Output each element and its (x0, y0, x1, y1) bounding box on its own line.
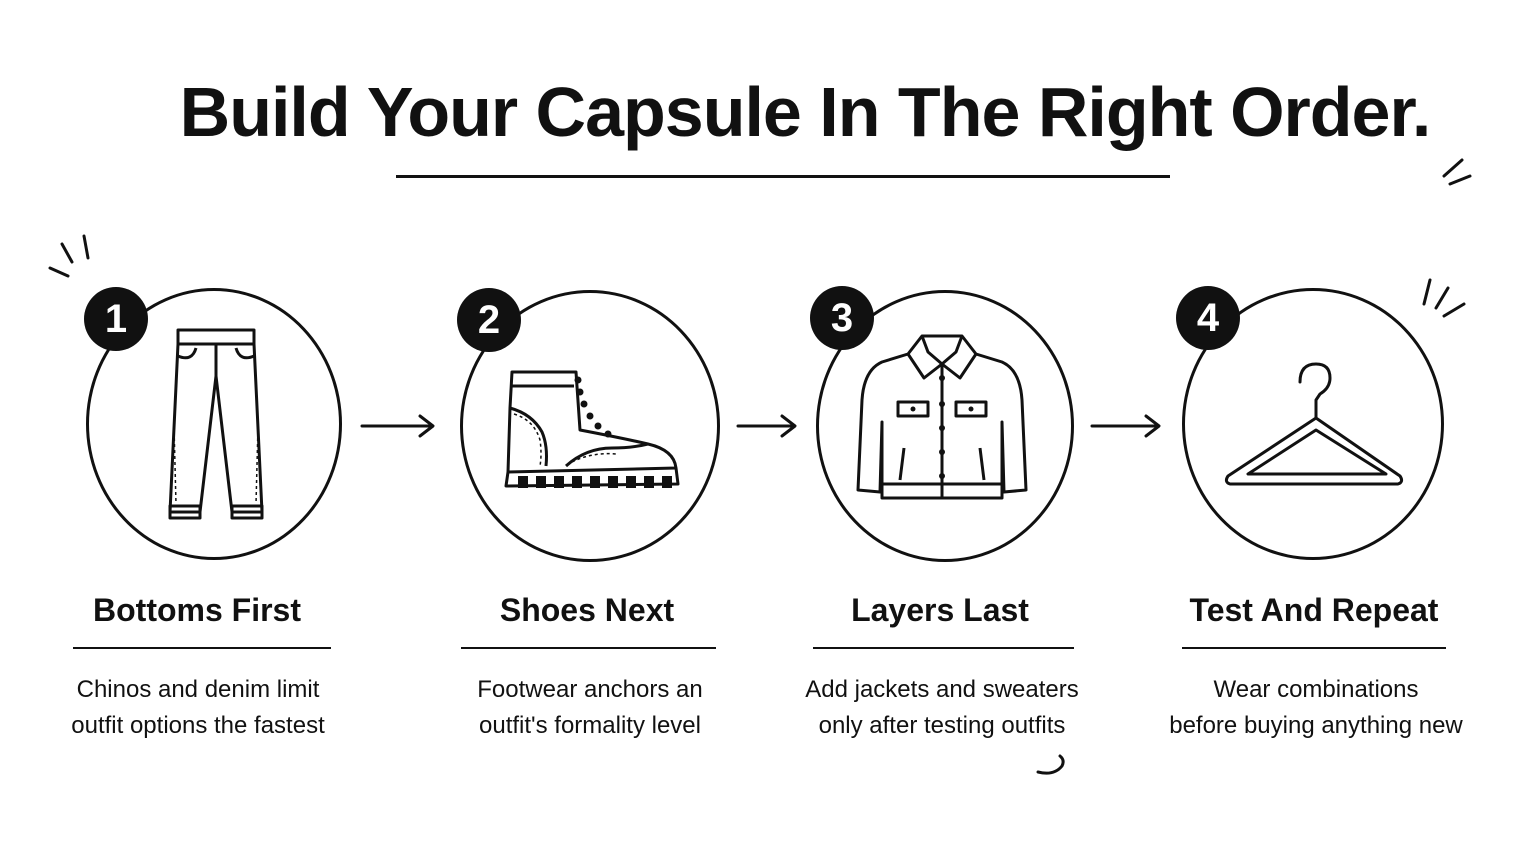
step-1-underline (73, 647, 331, 649)
step-1-description: Chinos and denim limit outfit options th… (18, 672, 378, 744)
jacket-icon (856, 334, 1028, 500)
step-4-number-badge: 4 (1176, 286, 1240, 350)
step-4-description-line-2: before buying anything new (1169, 712, 1463, 739)
arrow-right-icon (736, 414, 797, 438)
arrow-right-icon (360, 414, 435, 438)
step-2-description: Footwear anchors an outfit's formality l… (410, 672, 770, 744)
pants-icon (168, 328, 264, 520)
step-2-circle (460, 290, 720, 562)
step-1-description-line-1: Chinos and denim limit (76, 676, 320, 703)
step-4-description: Wear combinations before buying anything… (1136, 672, 1496, 744)
step-4-description-line-1: Wear combinations (1213, 676, 1419, 703)
spark-lines-decoration (48, 234, 90, 278)
arrow-right-icon (1090, 414, 1161, 438)
step-3-underline (813, 647, 1074, 649)
step-3-description: Add jackets and sweaters only after test… (762, 672, 1122, 744)
spark-lines-decoration-right (1422, 278, 1466, 318)
step-2-underline (461, 647, 716, 649)
step-2-description-line-2: outfit's formality level (479, 712, 701, 739)
step-2-title: Shoes Next (499, 592, 675, 628)
page-title: Build Your Capsule In The Right Order. (179, 73, 1432, 151)
step-2-number-badge: 2 (457, 288, 521, 352)
swoosh-decoration (1036, 754, 1065, 775)
step-4-underline (1182, 647, 1446, 649)
step-3-description-line-2: only after testing outfits (818, 712, 1066, 739)
boot-icon (504, 370, 680, 488)
step-3-title: Layers Last (851, 592, 1029, 628)
step-1-description-line-2: outfit options the fastest (71, 712, 325, 739)
hanger-icon (1224, 362, 1404, 486)
title-underline (396, 175, 1170, 178)
step-4-title: Test And Repeat (1189, 592, 1439, 628)
spark-lines-decoration-top-right (1442, 158, 1472, 186)
step-1-title: Bottoms First (93, 592, 301, 628)
step-2-description-line-1: Footwear anchors an (477, 676, 703, 703)
step-3-description-line-1: Add jackets and sweaters (805, 676, 1079, 703)
step-3-number-badge: 3 (810, 286, 874, 350)
step-1-number-badge: 1 (84, 287, 148, 351)
